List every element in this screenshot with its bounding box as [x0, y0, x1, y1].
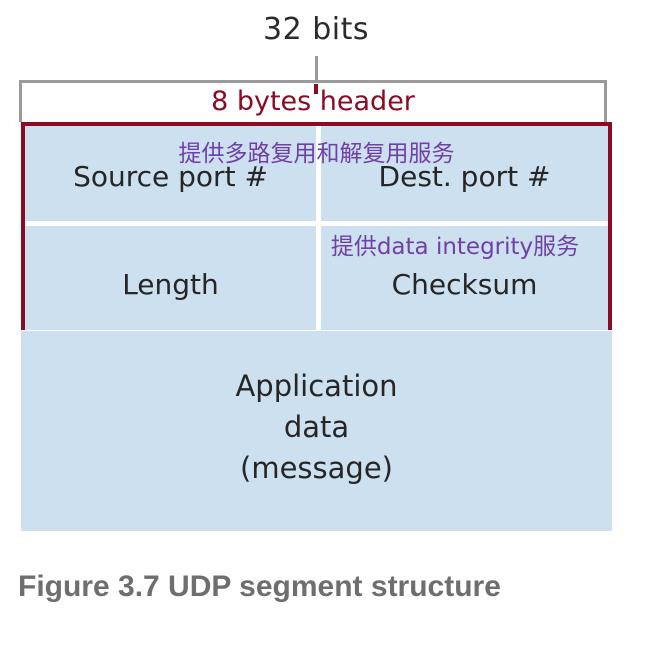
field-dest-port: Dest. port #: [321, 126, 608, 221]
column-divider: [316, 126, 321, 221]
header-row-length-checksum: Length Checksum: [25, 226, 608, 330]
udp-header-block: Source port # Dest. port # Length Checks…: [21, 122, 612, 330]
annotation-data-integrity: 提供data integrity服务: [330, 234, 580, 260]
field-label-length: Length: [122, 268, 219, 301]
column-divider: [316, 226, 321, 330]
field-label-checksum: Checksum: [391, 268, 538, 301]
width-label: 32 bits: [263, 12, 369, 47]
width-tick-mark: [315, 56, 318, 82]
application-data-line-1: Application: [235, 369, 398, 403]
application-data-block: Application data (message): [21, 331, 612, 531]
figure-caption: Figure 3.7 UDP segment structure: [18, 570, 501, 603]
field-checksum: Checksum: [321, 226, 608, 330]
field-label-source-port: Source port #: [73, 160, 268, 193]
application-data-line-2: data: [283, 410, 350, 444]
header-size-label: 8 bytes header: [211, 86, 415, 117]
field-label-dest-port: Dest. port #: [378, 160, 551, 193]
width-bracket: [19, 80, 607, 122]
header-tick-mark: [314, 84, 318, 94]
application-data-line-3: (message): [240, 451, 393, 485]
annotation-multiplexing: 提供多路复用和解复用服务: [178, 141, 455, 167]
header-row-ports: Source port # Dest. port #: [25, 126, 608, 221]
application-data-text: Application data (message): [21, 366, 612, 489]
field-length: Length: [25, 226, 316, 330]
field-source-port: Source port #: [25, 126, 316, 221]
